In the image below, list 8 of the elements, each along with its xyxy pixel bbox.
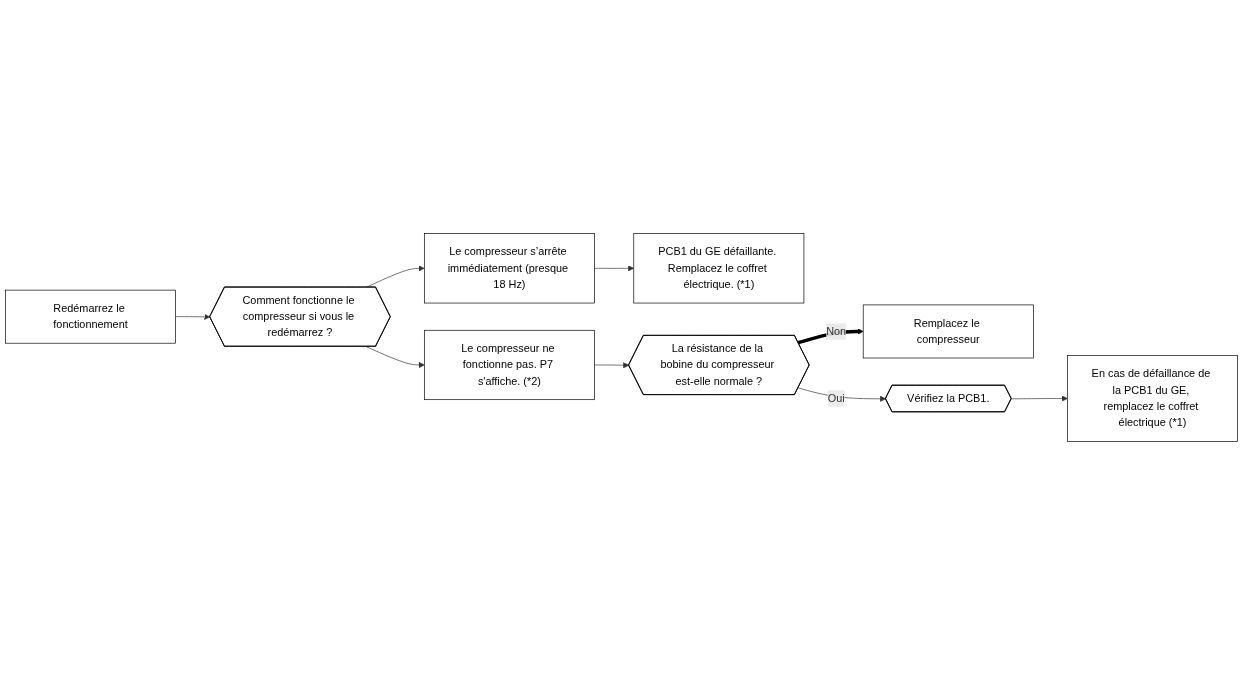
edge-label: Oui xyxy=(827,392,845,404)
node-box: Remplacez le compresseur xyxy=(862,304,1034,359)
node-box: Le compresseur s’arrête immédiatement (presque 18 Hz) xyxy=(424,233,595,304)
node-box: Le compresseur ne fonctionne pas. P7 s'affiche. (*2) xyxy=(424,329,595,401)
edge-label: Non xyxy=(826,325,847,337)
node-box: PCB1 du GE défaillante. Remplacez le coffret électrique. (*1) xyxy=(633,233,805,304)
node-box: En cas de défaillance de la PCB1 du GE, remplacez le coffret électrique (*1) xyxy=(1067,355,1238,442)
node-box: Redémarrez le fonctionnement xyxy=(5,289,176,344)
